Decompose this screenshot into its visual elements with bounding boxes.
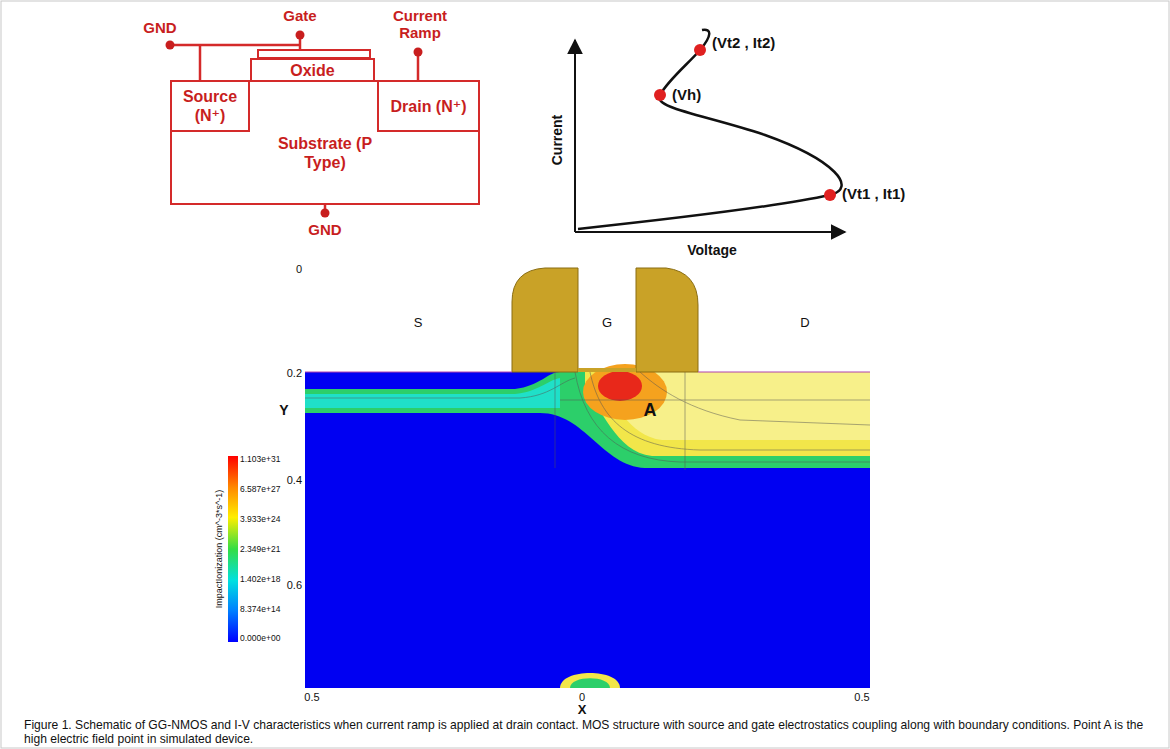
colorbar [228, 456, 238, 642]
node-label: Substrate (P Type) [172, 134, 478, 172]
colorbar-tick: 6.587e+27 [240, 485, 280, 495]
axis-title: Voltage [687, 242, 737, 258]
colorbar-tick: 3.933e+24 [240, 515, 280, 525]
axis-title: Y [279, 402, 288, 418]
axis-title: X [578, 703, 587, 718]
terminal-label: GND [143, 19, 176, 36]
figure-caption: Figure 1. Schematic of GG-NMOS and I-V c… [24, 719, 1146, 747]
axis-tick: 0.4 [287, 474, 302, 487]
terminal-label: Gate [283, 7, 316, 24]
region-label: S [414, 316, 423, 331]
node-label: Oxide [287, 61, 337, 80]
oxide-box: Oxide [250, 58, 375, 82]
colorbar-tick: 8.374e+14 [240, 605, 280, 615]
point-label: A [644, 400, 657, 421]
point-label: (Vt2 , It2) [712, 34, 775, 51]
region-label: G [602, 316, 612, 331]
point-label: (Vt1 , It1) [842, 185, 905, 202]
node-label: Source (N⁺) [172, 87, 248, 125]
axis-tick: 0.2 [287, 367, 302, 380]
terminal-label: Current Ramp [385, 7, 455, 42]
iv-plot [575, 30, 845, 232]
gate-electrode [258, 50, 370, 58]
terminal-dots [166, 31, 423, 218]
source-box: Source (N⁺) [170, 80, 250, 132]
terminal-label: GND [308, 221, 341, 238]
tcad-simulation [305, 268, 870, 688]
colorbar-title: ImpactIonization (cm^-3*s^-1) [214, 490, 224, 608]
colorbar-tick: 2.349e+21 [240, 545, 280, 555]
axis-tick: 0.5 [304, 691, 319, 704]
colorbar-tick: 0.000e+00 [240, 634, 280, 644]
axis-tick: 0.6 [287, 579, 302, 592]
drain-box: Drain (N⁺) [377, 80, 480, 132]
axis-tick: 0 [296, 263, 302, 276]
colorbar-tick: 1.402e+18 [240, 575, 280, 585]
axis-title: Current [549, 115, 565, 166]
node-label: Drain (N⁺) [388, 97, 470, 116]
colorbar-tick: 1.103e+31 [240, 455, 280, 465]
schematic-wires [170, 35, 418, 213]
substrate-box: Substrate (P Type) Source (N⁺) Drain (N⁺) [170, 80, 480, 205]
axis-tick: 0 [579, 691, 585, 704]
point-label: (Vh) [672, 86, 701, 103]
region-label: D [800, 316, 809, 331]
axis-tick: 0.5 [854, 691, 869, 704]
